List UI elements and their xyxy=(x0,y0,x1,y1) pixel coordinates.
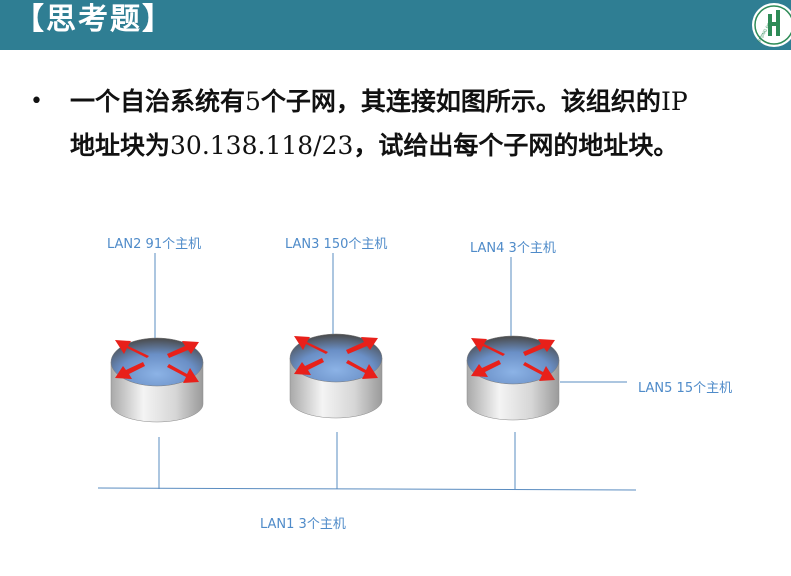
lan1-label: LAN1 3个主机 xyxy=(260,517,346,532)
title-bar: 【思考题】 BEIJING FO xyxy=(0,0,791,50)
university-logo-icon: BEIJING FO xyxy=(752,3,791,47)
q1-part-d: IP xyxy=(660,87,688,116)
q1-part-b: 5 xyxy=(245,87,261,116)
q2-part-c: ，试给出每个子网的地址块。 xyxy=(353,131,679,160)
lan5-label: LAN5 15个主机 xyxy=(638,381,733,396)
connection-lines xyxy=(97,253,637,491)
q1-part-a: 一个自治系统有 xyxy=(70,87,246,116)
router-1-icon xyxy=(110,337,204,423)
bullet-point: • xyxy=(30,89,43,114)
lan3-label: LAN3 150个主机 xyxy=(285,237,388,252)
q2-part-a: 地址块为 xyxy=(70,131,171,160)
q2-part-b: 30.138.118/23 xyxy=(170,131,354,160)
router-3-icon xyxy=(466,335,560,421)
lan2-label: LAN2 91个主机 xyxy=(107,237,202,252)
question-line-2: 地址块为30.138.118/23，试给出每个子网的地址块。 xyxy=(70,124,688,168)
lan4-label: LAN4 3个主机 xyxy=(470,241,556,256)
question-line-1: 一个自治系统有5个子网，其连接如图所示。该组织的IP xyxy=(70,80,688,124)
q1-part-c: 个子网，其连接如图所示。该组织的 xyxy=(260,87,661,116)
slide-title: 【思考题】 xyxy=(14,2,174,37)
lan1-bus xyxy=(97,487,637,491)
router-2-icon xyxy=(289,333,383,419)
